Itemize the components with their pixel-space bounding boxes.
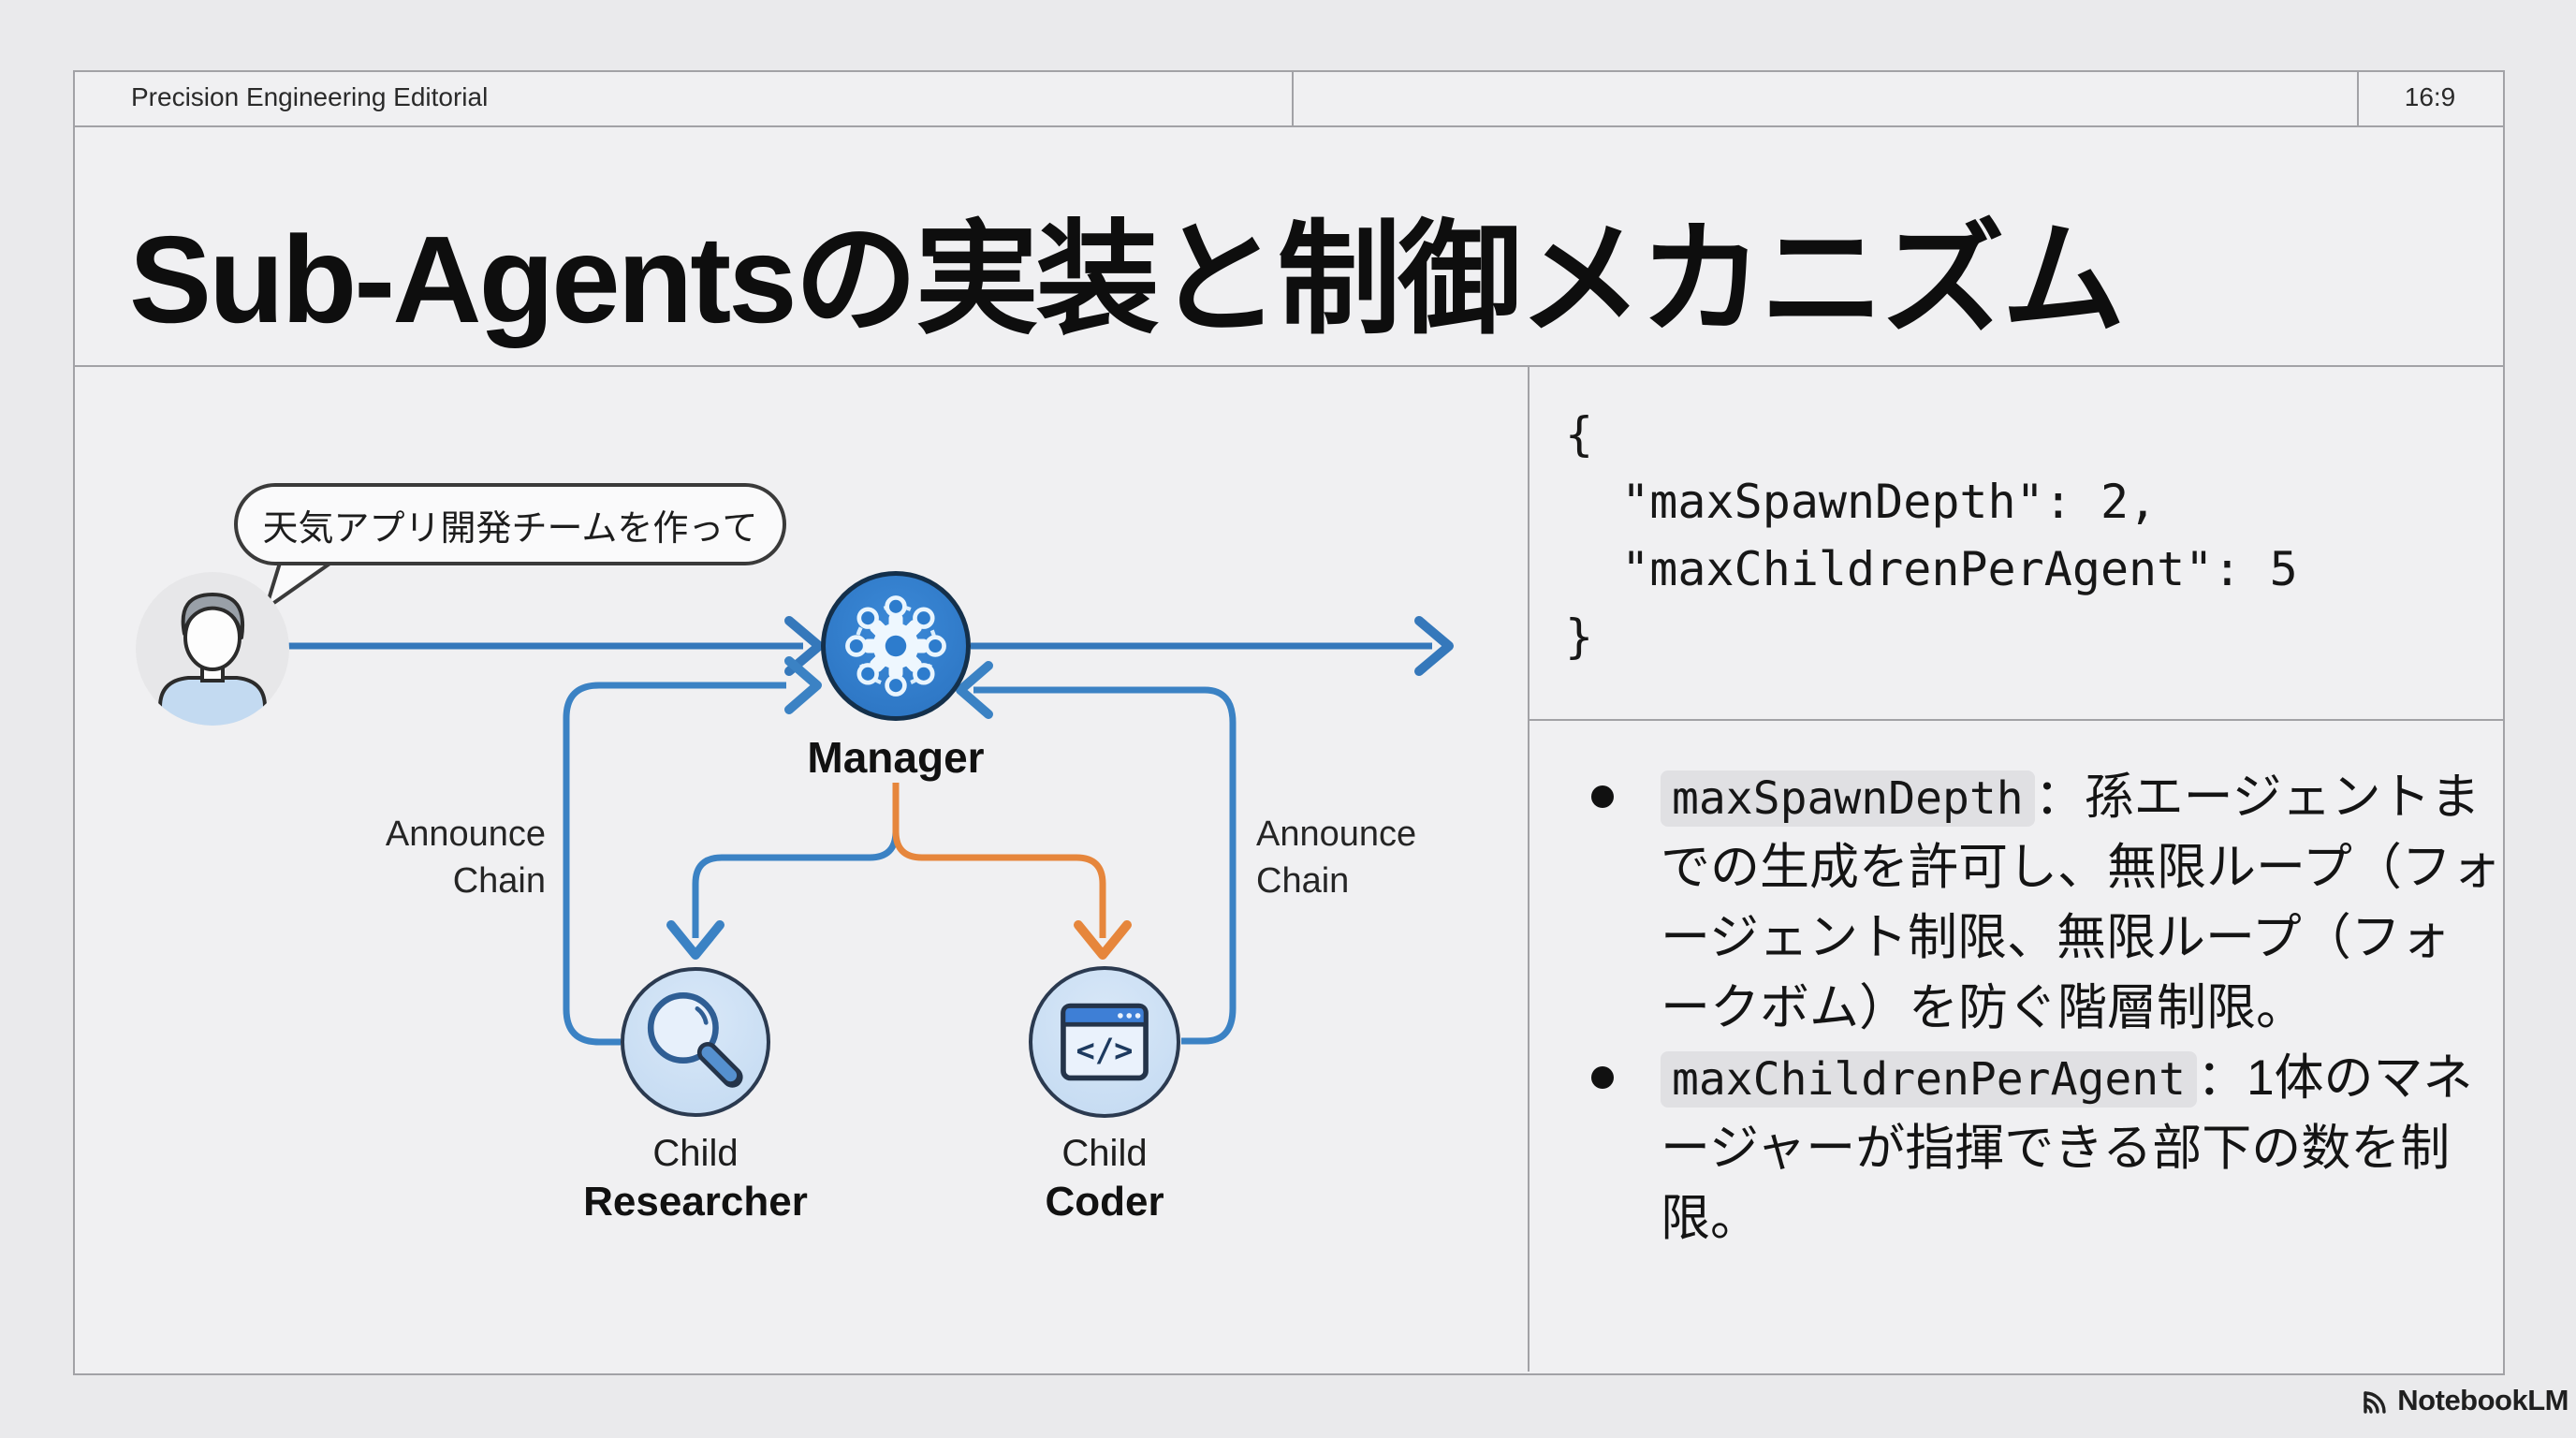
bullet2-line3: 限。 [1661,1191,1760,1246]
aspect-ratio-badge: 16:9 [2404,82,2456,111]
researcher-labels: Child Researcher [555,1129,836,1226]
explanation-list: maxSpawnDepth：孫エージェントま での生成を許可し、無限ループ（フォ… [1528,719,2503,1254]
panel-vertical-rule [1528,365,1530,1372]
researcher-node [621,967,770,1117]
manager-node [821,571,971,721]
json-config-code: { "maxSpawnDepth": 2, "maxChildrenPerAge… [1565,407,2298,664]
spawn-arrow-researcher [666,783,900,960]
researcher-label-child: Child [652,1133,739,1174]
bullet-marker [1591,785,1614,808]
slide-frame [73,70,2505,1375]
announce-left-line2: Chain [452,861,546,901]
max-spawn-depth-chip: maxSpawnDepth [1661,770,2035,827]
bullet1-line2: での生成を許可し、無限ループ（フォ [1661,840,2501,895]
bullet2-line1: maxChildrenPerAgent：1体のマネ [1528,1043,2503,1113]
announce-left-line1: Announce [385,814,546,854]
bullet1-line1: maxSpawnDepth：孫エージェントま [1528,762,2503,832]
bullet-marker [1591,1066,1614,1089]
notebooklm-icon [2364,1391,2386,1414]
researcher-label-role: Researcher [583,1179,808,1225]
notebooklm-wordmark: NotebookLM [2397,1384,2569,1416]
bullet1-line1-text: ：孫エージェントま [2034,770,2481,825]
user-avatar [136,572,289,726]
max-children-chip: maxChildrenPerAgent [1661,1051,2198,1108]
magnifier-icon [647,992,743,1088]
manager-label: Manager [807,733,985,782]
bullet2-line1-text: ：1体のマネ [2197,1050,2473,1106]
announce-chain-right-line [956,661,1237,1045]
speech-bubble-tail [264,558,337,610]
coder-label-role: Coder [1045,1179,1164,1225]
header-label: Precision Engineering Editorial [131,82,489,111]
announce-chain-left-label: Announce Chain [359,811,546,904]
announce-right-line1: Announce [1256,814,1417,854]
announce-chain-right-label: Announce Chain [1256,811,1462,904]
request-arrow [281,616,1454,676]
announce-right-line2: Chain [1256,861,1350,901]
person-icon [158,593,267,726]
speech-bubble: 天気アプリ開発チームを作って [234,483,786,565]
notebooklm-branding: NotebookLM [2358,1384,2569,1417]
code-glyph: </> [1076,1033,1134,1069]
coder-label-child: Child [1061,1133,1148,1174]
header-bottom-rule [73,125,2503,127]
bullet1-line4: ークボム）を防ぐ階層制限。 [1661,980,2305,1035]
page-title: Sub-Agentsの実装と制御メカニズム [129,211,2126,348]
bullet1-line3: ージェント制限、無限ループ（フォ [1661,910,2451,965]
coder-node: </> [1029,966,1180,1118]
announce-chain-left-line [563,656,822,1046]
coder-labels: Child Coder [964,1129,1245,1226]
header-divider-1 [1292,70,1294,125]
header-divider-2 [2357,70,2359,125]
code-window-icon: </> [1061,1003,1149,1081]
title-bottom-rule [73,365,2503,367]
spawn-arrow-coder [892,783,1132,960]
bullet2-line2: ージャーが指揮できる部下の数を制 [1661,1121,2451,1176]
right-panel-divider [1528,719,2503,721]
orchestrator-gear-icon [845,595,946,697]
